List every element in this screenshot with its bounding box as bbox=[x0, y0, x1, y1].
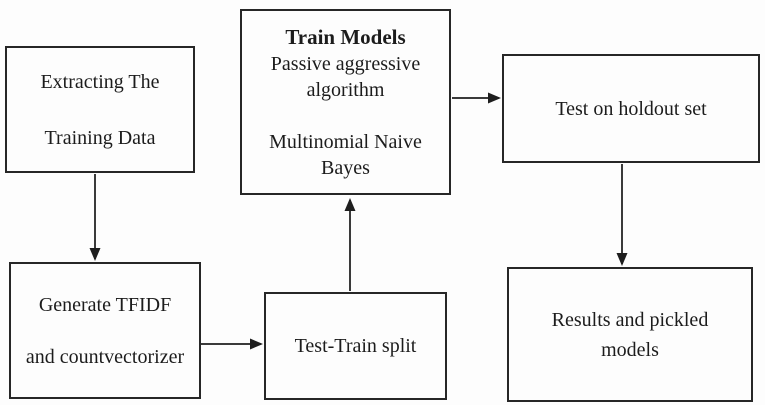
node-extract-line1: Extracting The bbox=[40, 70, 160, 93]
node-test-train-split: Test-Train split bbox=[264, 292, 447, 400]
node-tfidf-line1: Generate TFIDF bbox=[38, 293, 172, 316]
node-train-algorithm-passive-aggressive: Passive aggressive algorithm bbox=[270, 53, 421, 101]
node-train-algorithm-multinomial-nb: Multinomial Naive Bayes bbox=[269, 131, 422, 179]
node-extract-line2: Training Data bbox=[44, 126, 156, 149]
node-tfidf-line2: and countvectorizer bbox=[25, 345, 185, 368]
node-test-on-holdout-set: Test on holdout set bbox=[502, 54, 760, 163]
node-extracting-training-data: Extracting The Training Data bbox=[5, 46, 195, 173]
node-train-title: Train Models bbox=[285, 25, 406, 49]
node-train-models: Train Models Passive aggressive algorith… bbox=[240, 9, 451, 195]
node-split-label: Test-Train split bbox=[294, 335, 417, 357]
node-results-and-pickled-models: Results and pickled models bbox=[507, 267, 753, 402]
node-generate-tfidf-countvectorizer: Generate TFIDF and countvectorizer bbox=[9, 262, 201, 399]
node-holdout-label: Test on holdout set bbox=[555, 97, 707, 120]
node-results-label: Results and pickled models bbox=[551, 308, 709, 361]
